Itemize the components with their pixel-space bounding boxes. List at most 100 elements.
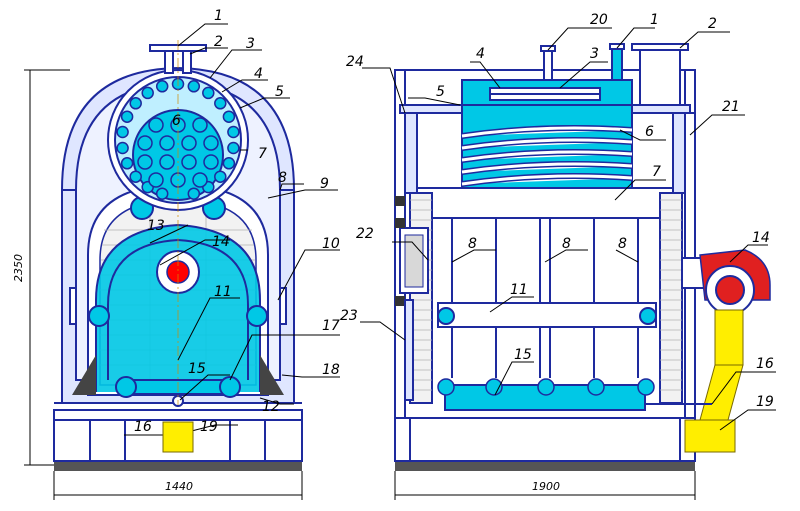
side-label-7: 7 [652,164,661,180]
front-label-15: 15 [188,361,206,377]
chimney [639,47,681,106]
side-label-22: 22 [356,226,374,242]
side-label-16: 16 [756,356,774,372]
side-label-2: 2 [708,16,717,32]
side-label-4: 4 [476,46,485,62]
front-label-6: 6 [172,113,181,129]
ring-tube [120,110,134,123]
tube-ring [116,77,240,200]
ring-tube [129,170,142,183]
front-label-11: 11 [214,284,232,300]
side-nozzle-20 [543,49,553,81]
bottom-collector-left [115,376,137,398]
front-label-17: 17 [322,318,340,334]
side-label-14: 14 [752,230,770,246]
side-base-frame [394,417,696,462]
bundle-tube [203,135,219,151]
ring-tube [222,110,236,123]
ring-tube [187,80,201,93]
front-label-10: 10 [322,236,340,252]
side-label-20: 20 [590,12,608,28]
bottom-tube [637,378,655,396]
ring-tube [129,97,142,110]
bundle-tube [148,172,164,188]
side-label-21: 21 [722,99,740,115]
side-label-23: 23 [340,308,358,324]
side-label-19: 19 [756,394,774,410]
ring-tube [227,141,240,155]
feed-chute [714,309,744,366]
side-view: 1900 1 2 3 4 5 [340,12,776,500]
collector-left [88,305,110,327]
bundle-tube [181,135,197,151]
side-label-11: 11 [510,282,528,298]
side-nozzle-1 [611,47,623,81]
dim-width-front: 1440 [165,480,193,493]
ring-tube [116,141,129,155]
front-label-5: 5 [275,84,284,100]
side-label-1: 1 [650,12,659,28]
front-leaders [124,23,340,436]
front-label-2: 2 [214,34,223,50]
ring-tube [116,125,129,139]
front-base-slab [54,461,302,471]
ring-tube [227,125,240,139]
bottom-collector-right [219,376,241,398]
bundle-tube [181,154,197,170]
riser-pipes [451,218,639,378]
front-label-4: 4 [254,66,263,82]
ring-tube [214,97,227,110]
side-leaders [360,27,776,431]
side-label-5: 5 [436,84,445,100]
bundle-tube [148,117,164,133]
side-label-8b: 8 [562,236,571,252]
collector-right [246,305,268,327]
side-label-8a: 8 [468,236,477,252]
dim-width-side: 1900 [532,480,560,493]
ring-tube [155,80,169,93]
bundle-tube [159,154,175,170]
ring-tube [187,187,201,200]
bundle-tube [192,172,208,188]
front-label-14: 14 [212,234,230,250]
ring-tube [222,157,236,170]
brick-wall-right [659,192,683,404]
front-label-1: 1 [214,8,223,24]
ring-tube [202,86,215,100]
dim-height: 2350 [12,254,25,282]
bundle-tube [192,117,208,133]
front-label-12: 12 [262,399,280,415]
bottom-tube [485,378,503,396]
front-view: 2350 1440 1 2 3 [12,8,340,500]
ash-wedge-left [72,355,96,395]
bundle-tube [159,135,175,151]
front-label-13: 13 [147,218,165,234]
front-label-7: 7 [258,146,267,162]
side-label-6: 6 [645,124,654,140]
coil-pipes [461,125,633,187]
side-label-8c: 8 [618,236,627,252]
bundle-tube [203,154,219,170]
side-base-slab [395,461,695,471]
side-label-3: 3 [590,46,599,62]
bottom-tube [587,378,605,396]
ring-tube [214,170,227,183]
bottom-tube [537,378,555,396]
bundle-tube [137,135,153,151]
front-label-19: 19 [200,419,218,435]
ring-tube [155,187,169,200]
front-label-3: 3 [246,36,255,52]
ring-tube [141,86,154,100]
ash-wedge-right [260,355,284,395]
bottom-tube [437,378,455,396]
front-label-16: 16 [134,419,152,435]
top-slab [416,187,674,219]
front-label-18: 18 [322,362,340,378]
tube-bundle [137,117,219,188]
middle-header [437,302,657,328]
ash-box-side [684,419,736,453]
front-label-9: 9 [320,176,329,192]
ash-box-front [162,421,194,453]
side-label-15: 15 [514,347,532,363]
